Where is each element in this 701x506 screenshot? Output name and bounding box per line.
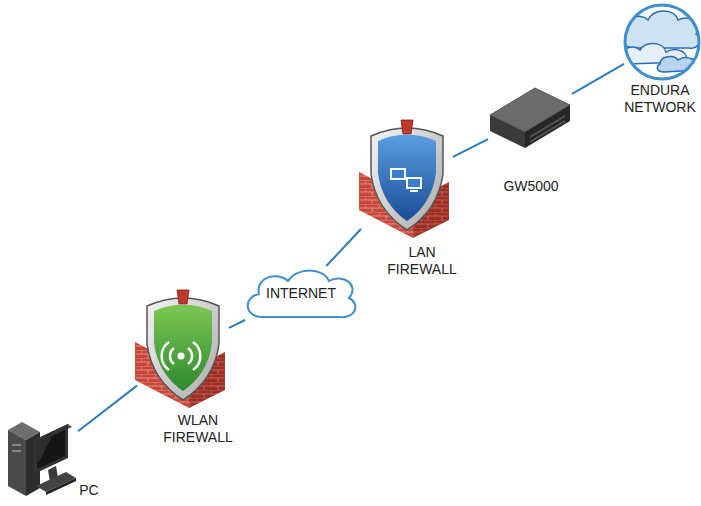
device-label: WLAN FIREWALL [158, 412, 238, 446]
cloud-label: INTERNET [266, 285, 336, 301]
network-link [453, 139, 488, 157]
cloud-text-wrap: INTERNET [242, 266, 360, 320]
pc-node: PC [6, 418, 78, 500]
device-label: GW5000 [494, 178, 568, 195]
gateway-icon [490, 88, 570, 148]
network-link [572, 64, 624, 94]
device-label: ENDURA NETWORK [620, 82, 700, 116]
pc-icon [8, 422, 76, 496]
network-link [229, 320, 245, 328]
wlan-firewall-icon [135, 290, 225, 408]
internet-cloud-shape [248, 271, 356, 318]
device-label: PC [72, 482, 106, 499]
endura-network-icon [620, 5, 700, 79]
network-link [326, 229, 361, 266]
network-node: ENDURA NETWORK [624, 4, 700, 80]
network-link [78, 386, 137, 432]
firewall-node: LAN FIREWALL [361, 120, 453, 240]
lan-firewall-icon [359, 120, 449, 238]
cloud-node: INTERNET [242, 266, 360, 320]
firewall-node: WLAN FIREWALL [137, 290, 229, 410]
gateway-node: GW5000 [488, 86, 572, 150]
device-label: LAN FIREWALL [382, 244, 462, 278]
